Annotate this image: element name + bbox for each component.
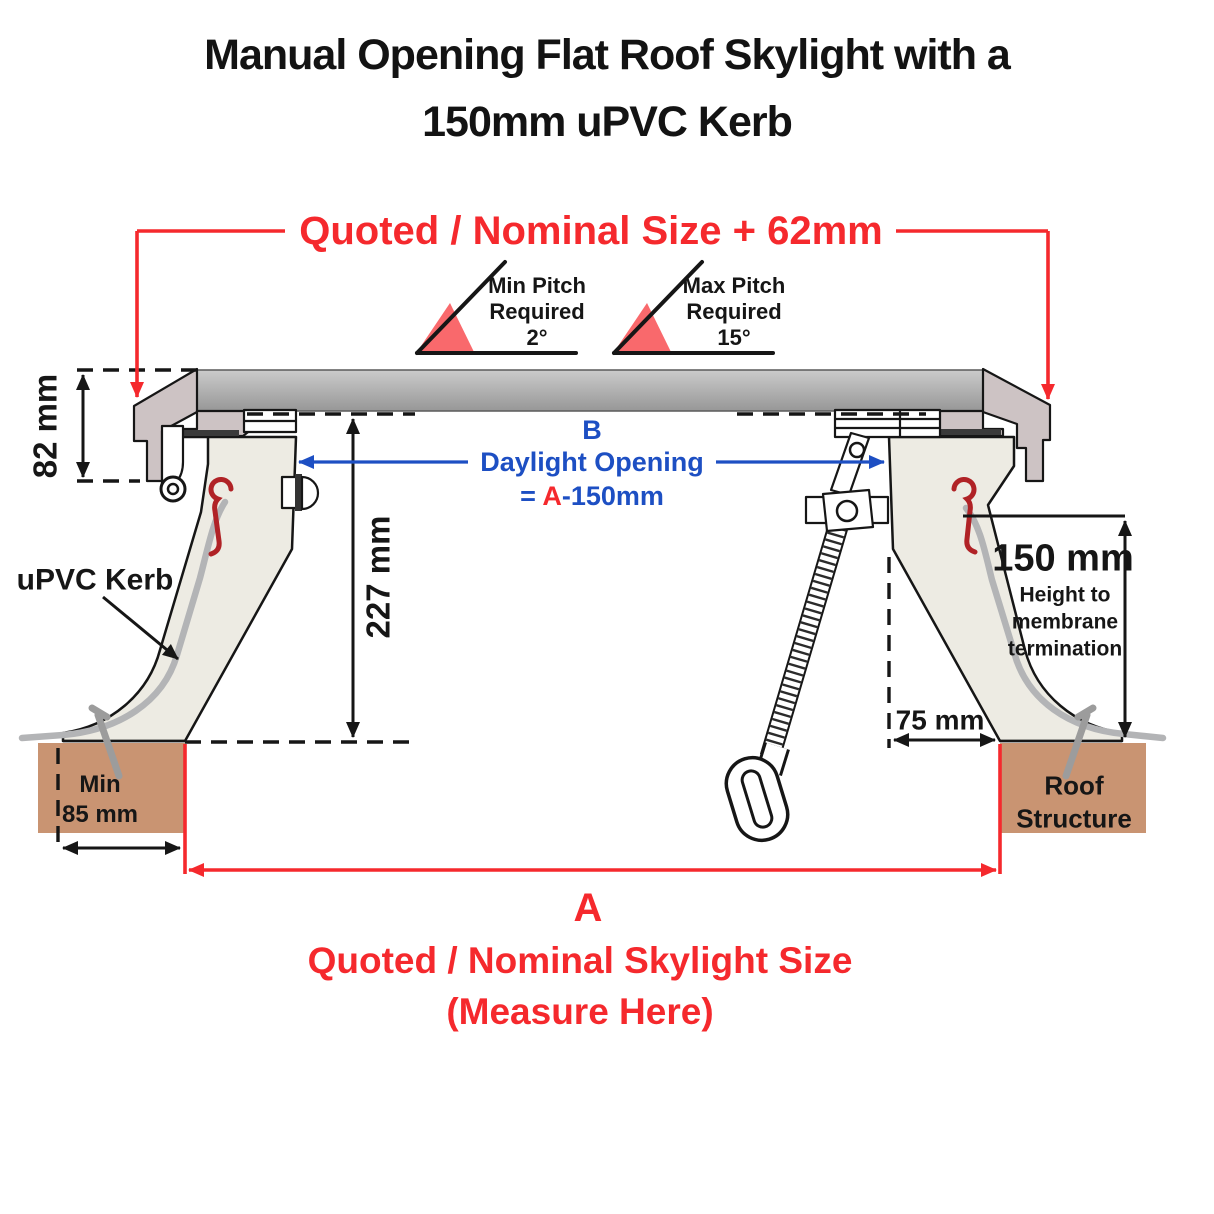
fixing-screw-right (1062, 704, 1097, 780)
winding-eyelet (724, 755, 790, 843)
fixing-screw-left (88, 704, 123, 780)
bottom-caption-line1: Quoted / Nominal Skylight Size (307, 939, 853, 981)
manual-opening-mechanism (724, 431, 890, 843)
roof-structure-label: Roof Structure (1016, 770, 1132, 834)
dimension-lines-black (62, 374, 1132, 855)
min-85mm-label: Min 85 mm (61, 771, 139, 828)
dimension-lines-red (130, 229, 1055, 877)
glazing-panel (196, 369, 984, 412)
daylight-opening-label: Daylight Opening (480, 447, 704, 478)
dim-227mm-label: 227 mm (359, 515, 397, 639)
mechanism-link-arm (829, 431, 871, 497)
upvc-kerb-label: uPVC Kerb (16, 563, 174, 597)
dim-150mm-label: 150 mm (992, 537, 1134, 580)
seal-strip-left (177, 430, 239, 436)
page-title-line2: 150mm uPVC Kerb (422, 98, 793, 146)
daylight-b-label: B (582, 415, 602, 446)
roof-membrane-left (18, 498, 229, 742)
hinge-left (159, 424, 187, 503)
page-title-line1: Manual Opening Flat Roof Skylight with a (204, 31, 1011, 79)
formula-a-ref: A (542, 481, 562, 512)
dim-150mm-sublabel: Height to membrane termination (1007, 583, 1123, 661)
threaded-winding-rod (761, 517, 849, 760)
max-pitch-label: Max Pitch Required 15° (682, 273, 786, 350)
seal-strip-right (941, 429, 1001, 435)
daylight-formula-label: = A-150mm (520, 481, 664, 512)
page-title: Manual Opening Flat Roof Skylight with a… (0, 22, 1214, 156)
max-pitch-indicator (612, 260, 775, 355)
quoted-nominal-size-label: Quoted / Nominal Size + 62mm (299, 209, 883, 253)
gasket-seal-left (208, 476, 234, 557)
min-pitch-label: Min Pitch Required 2° (488, 273, 586, 350)
min-pitch-indicator (415, 260, 578, 355)
gasket-seal-right (951, 476, 978, 555)
upvc-kerb-pointer-arrow (102, 595, 179, 661)
latch-left (280, 474, 320, 511)
bottom-caption-line2: (Measure Here) (446, 990, 714, 1032)
dim-75mm-label: 75 mm (895, 704, 985, 736)
dim-82mm-label: 82 mm (26, 373, 64, 479)
roof-membrane-right (962, 504, 1167, 742)
dim-a-label: A (573, 886, 603, 930)
